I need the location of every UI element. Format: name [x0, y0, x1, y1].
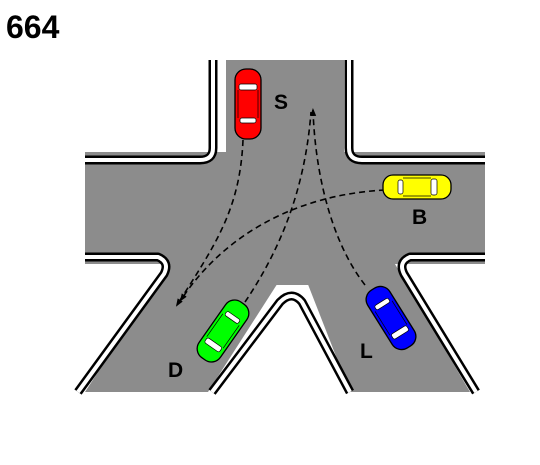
car-s — [234, 68, 262, 140]
car-label-s: S — [274, 91, 288, 114]
rear-window-icon — [239, 117, 257, 124]
car-label-d: D — [168, 359, 183, 382]
rear-window-icon — [224, 311, 241, 324]
path-b — [179, 189, 386, 302]
path-d — [244, 111, 312, 303]
windshield-icon — [430, 178, 438, 196]
southwest-road — [85, 264, 290, 392]
path-l — [310, 108, 366, 286]
car-l — [365, 285, 417, 351]
car-body — [382, 174, 452, 200]
car-label-b: B — [412, 206, 427, 229]
curbs — [74, 60, 485, 395]
path-s — [175, 139, 244, 307]
puzzle-number: 664 — [6, 9, 60, 45]
car-d — [196, 299, 250, 363]
windshield-icon — [391, 325, 409, 340]
car-body — [234, 68, 262, 140]
car-label-l: L — [360, 340, 373, 363]
windshield-icon — [204, 337, 222, 353]
trajectories — [175, 108, 386, 307]
car-b — [382, 174, 452, 200]
curb-northwest — [85, 60, 218, 165]
road — [85, 60, 485, 392]
cars — [196, 68, 452, 363]
curb-northeast — [344, 60, 485, 165]
junction-fill — [190, 255, 370, 285]
cross-road — [85, 152, 485, 264]
windshield-icon — [238, 83, 258, 91]
rear-window-icon — [397, 179, 404, 195]
rear-window-icon — [374, 298, 390, 310]
